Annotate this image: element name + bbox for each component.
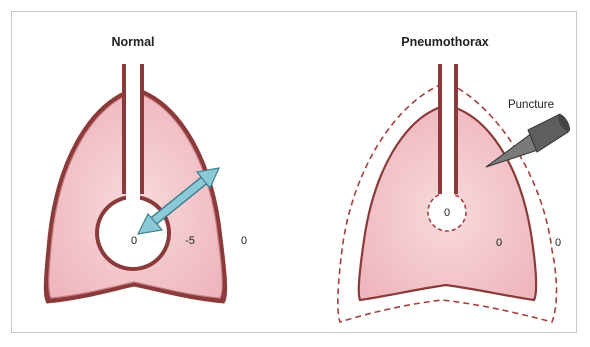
normal-panel: Normal 0 -5 0	[44, 35, 247, 303]
needle-icon	[486, 112, 572, 167]
pneumothorax-atmospheric-pressure: 0	[555, 237, 561, 249]
pneumothorax-panel: Pneumothorax Puncture 0 0 0	[338, 35, 573, 322]
normal-pleural-pressure: -5	[185, 235, 195, 247]
puncture-label: Puncture	[508, 99, 554, 111]
normal-atmospheric-pressure: 0	[241, 235, 247, 247]
pneumothorax-title: Pneumothorax	[401, 35, 489, 49]
normal-alveolar-pressure: 0	[131, 235, 137, 247]
pneumothorax-alveolar-pressure: 0	[444, 207, 450, 219]
normal-title: Normal	[111, 35, 154, 49]
pneumothorax-pleural-pressure: 0	[496, 237, 502, 249]
